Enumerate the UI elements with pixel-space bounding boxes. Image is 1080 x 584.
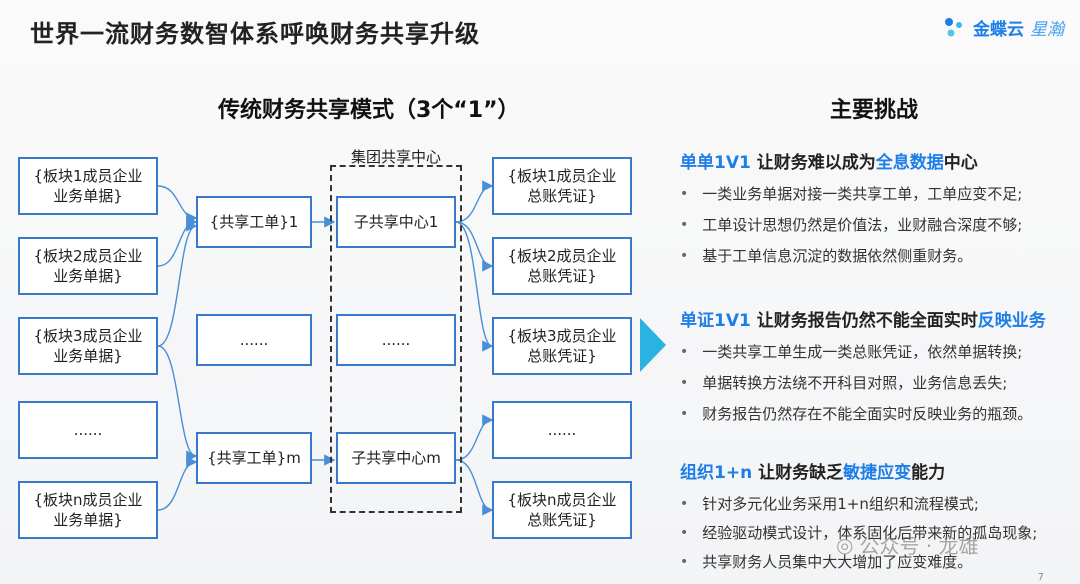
challenge-3-bullet-1: •针对多元化业务采用1+n组织和流程模式;: [680, 495, 979, 513]
voucher-box-n: {板块n成员企业 总账凭证}: [492, 481, 632, 539]
brand-logo: 金蝶云 星瀚: [941, 14, 1064, 40]
source-box-n: {板块n成员企业 业务单据}: [18, 481, 158, 539]
challenge-3-suffix: 能力: [911, 463, 946, 483]
work-order-box-ellipsis: ......: [196, 314, 312, 366]
sub-center-box-1: 子共享中心1: [336, 196, 456, 248]
voucher-box-ellipsis: ......: [492, 401, 632, 459]
page-number: 7: [1037, 572, 1044, 583]
arrow-s2-w1: [157, 216, 198, 267]
group-share-center-label: 集团共享中心: [350, 148, 441, 166]
challenge-2-highlight: 反映业务: [977, 311, 1046, 331]
left-section-title: 传统财务共享模式（3个“1”）: [218, 98, 520, 123]
wechat-icon: ◎: [836, 532, 854, 557]
arrow-s3-wm: [157, 345, 198, 462]
chevron-right-icon: [640, 318, 666, 372]
voucher-box-3: {板块3成员企业 总账凭证}: [492, 317, 632, 375]
challenge-1-middle: 让财务难以成为: [750, 153, 876, 173]
source-box-3: {板块3成员企业 业务单据}: [18, 317, 158, 375]
challenge-1-bullet-1: •一类业务单据对接一类共享工单，工单应变不足;: [680, 185, 1023, 203]
challenge-2-bullet-1: •一类共享工单生成一类总账凭证，依然单据转换;: [680, 343, 1023, 361]
watermark: ◎ 公众号 · 龙雄: [836, 530, 979, 559]
challenge-3-bullet-2: •经验驱动模式设计，体系固化后带来新的孤岛现象;: [680, 524, 1038, 542]
arrow-c1-v3: [455, 221, 494, 352]
logo-product: 星瀚: [1030, 19, 1064, 40]
source-box-2: {板块2成员企业 业务单据}: [18, 237, 158, 295]
challenge-3-highlight: 敏捷应变: [843, 463, 912, 483]
page-title: 世界一流财务数智体系呼唤财务共享升级: [30, 20, 480, 48]
work-order-box-m: {共享工单}m: [196, 432, 312, 484]
challenge-1-suffix: 中心: [943, 153, 978, 173]
challenge-3: 组织1+n 让财务缺乏敏捷应变能力 •针对多元化业务采用1+n组织和流程模式; …: [680, 458, 1075, 572]
right-section-title: 主要挑战: [830, 98, 919, 123]
challenge-3-prefix: 组织1+n: [680, 463, 753, 483]
challenge-3-bullet-3: •共享财务人员集中大大增加了应变难度。: [680, 553, 973, 571]
challenge-2-middle: 让财务报告仍然不能全面实时: [750, 311, 978, 331]
arrow-s3-w1: [157, 220, 198, 347]
challenge-1-prefix: 单单1V1: [680, 153, 751, 173]
logo-icon: [945, 18, 962, 37]
challenge-1-bullet-3: •基于工单信息沉淀的数据依然侧重财务。: [680, 247, 973, 265]
challenge-2-prefix: 单证1V1: [680, 311, 751, 331]
challenge-3-heading: 组织1+n 让财务缺乏敏捷应变能力: [680, 458, 1075, 483]
arrow-s1-w1: [157, 185, 198, 224]
voucher-box-2: {板块2成员企业 总账凭证}: [492, 237, 632, 295]
watermark-text: 公众号 · 龙雄: [859, 534, 979, 558]
arrow-sn-wm: [157, 456, 198, 511]
challenge-1: 单单1V1 让财务难以成为全息数据中心 •一类业务单据对接一类共享工单，工单应变…: [680, 148, 1075, 266]
challenge-2-bullet-3: •财务报告仍然存在不能全面实时反映业务的瓶颈。: [680, 405, 1033, 423]
challenge-2-heading: 单证1V1 让财务报告仍然不能全面实时反映业务: [680, 306, 1075, 331]
challenge-2-bullet-2: •单据转换方法绕不开科目对照，业务信息丢失;: [680, 374, 1008, 392]
source-box-1: {板块1成员企业 业务单据}: [18, 157, 158, 215]
challenge-3-middle: 让财务缺乏: [752, 463, 844, 483]
logo-brand: 金蝶云: [973, 19, 1024, 40]
source-box-ellipsis: ......: [18, 401, 158, 459]
sub-center-box-m: 子共享中心m: [336, 432, 456, 484]
sub-center-box-ellipsis: ......: [336, 314, 456, 366]
work-order-box-1: {共享工单}1: [196, 196, 312, 248]
group-share-center-frame: [330, 165, 462, 513]
challenge-2: 单证1V1 让财务报告仍然不能全面实时反映业务 •一类共享工单生成一类总账凭证，…: [680, 306, 1075, 424]
challenge-1-highlight: 全息数据: [875, 153, 944, 173]
voucher-box-1: {板块1成员企业 总账凭证}: [492, 157, 632, 215]
challenge-1-heading: 单单1V1 让财务难以成为全息数据中心: [680, 148, 1075, 173]
challenge-1-bullet-2: •工单设计思想仍然是价值法，业财融合深度不够;: [680, 216, 1023, 234]
